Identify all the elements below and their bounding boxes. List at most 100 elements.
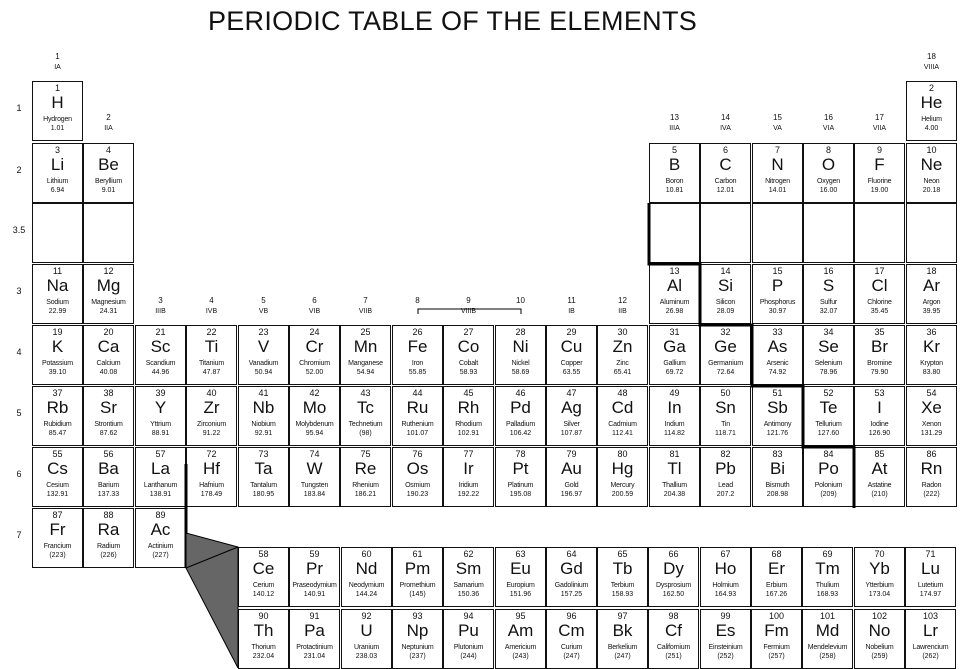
element-name: Tin	[721, 421, 730, 428]
atomic-number: 66	[668, 549, 679, 559]
empty-cell	[649, 203, 700, 263]
atomic-mass: (247)	[563, 653, 580, 660]
period-label: 7	[16, 530, 22, 540]
atomic-mass: 196.97	[560, 491, 583, 498]
